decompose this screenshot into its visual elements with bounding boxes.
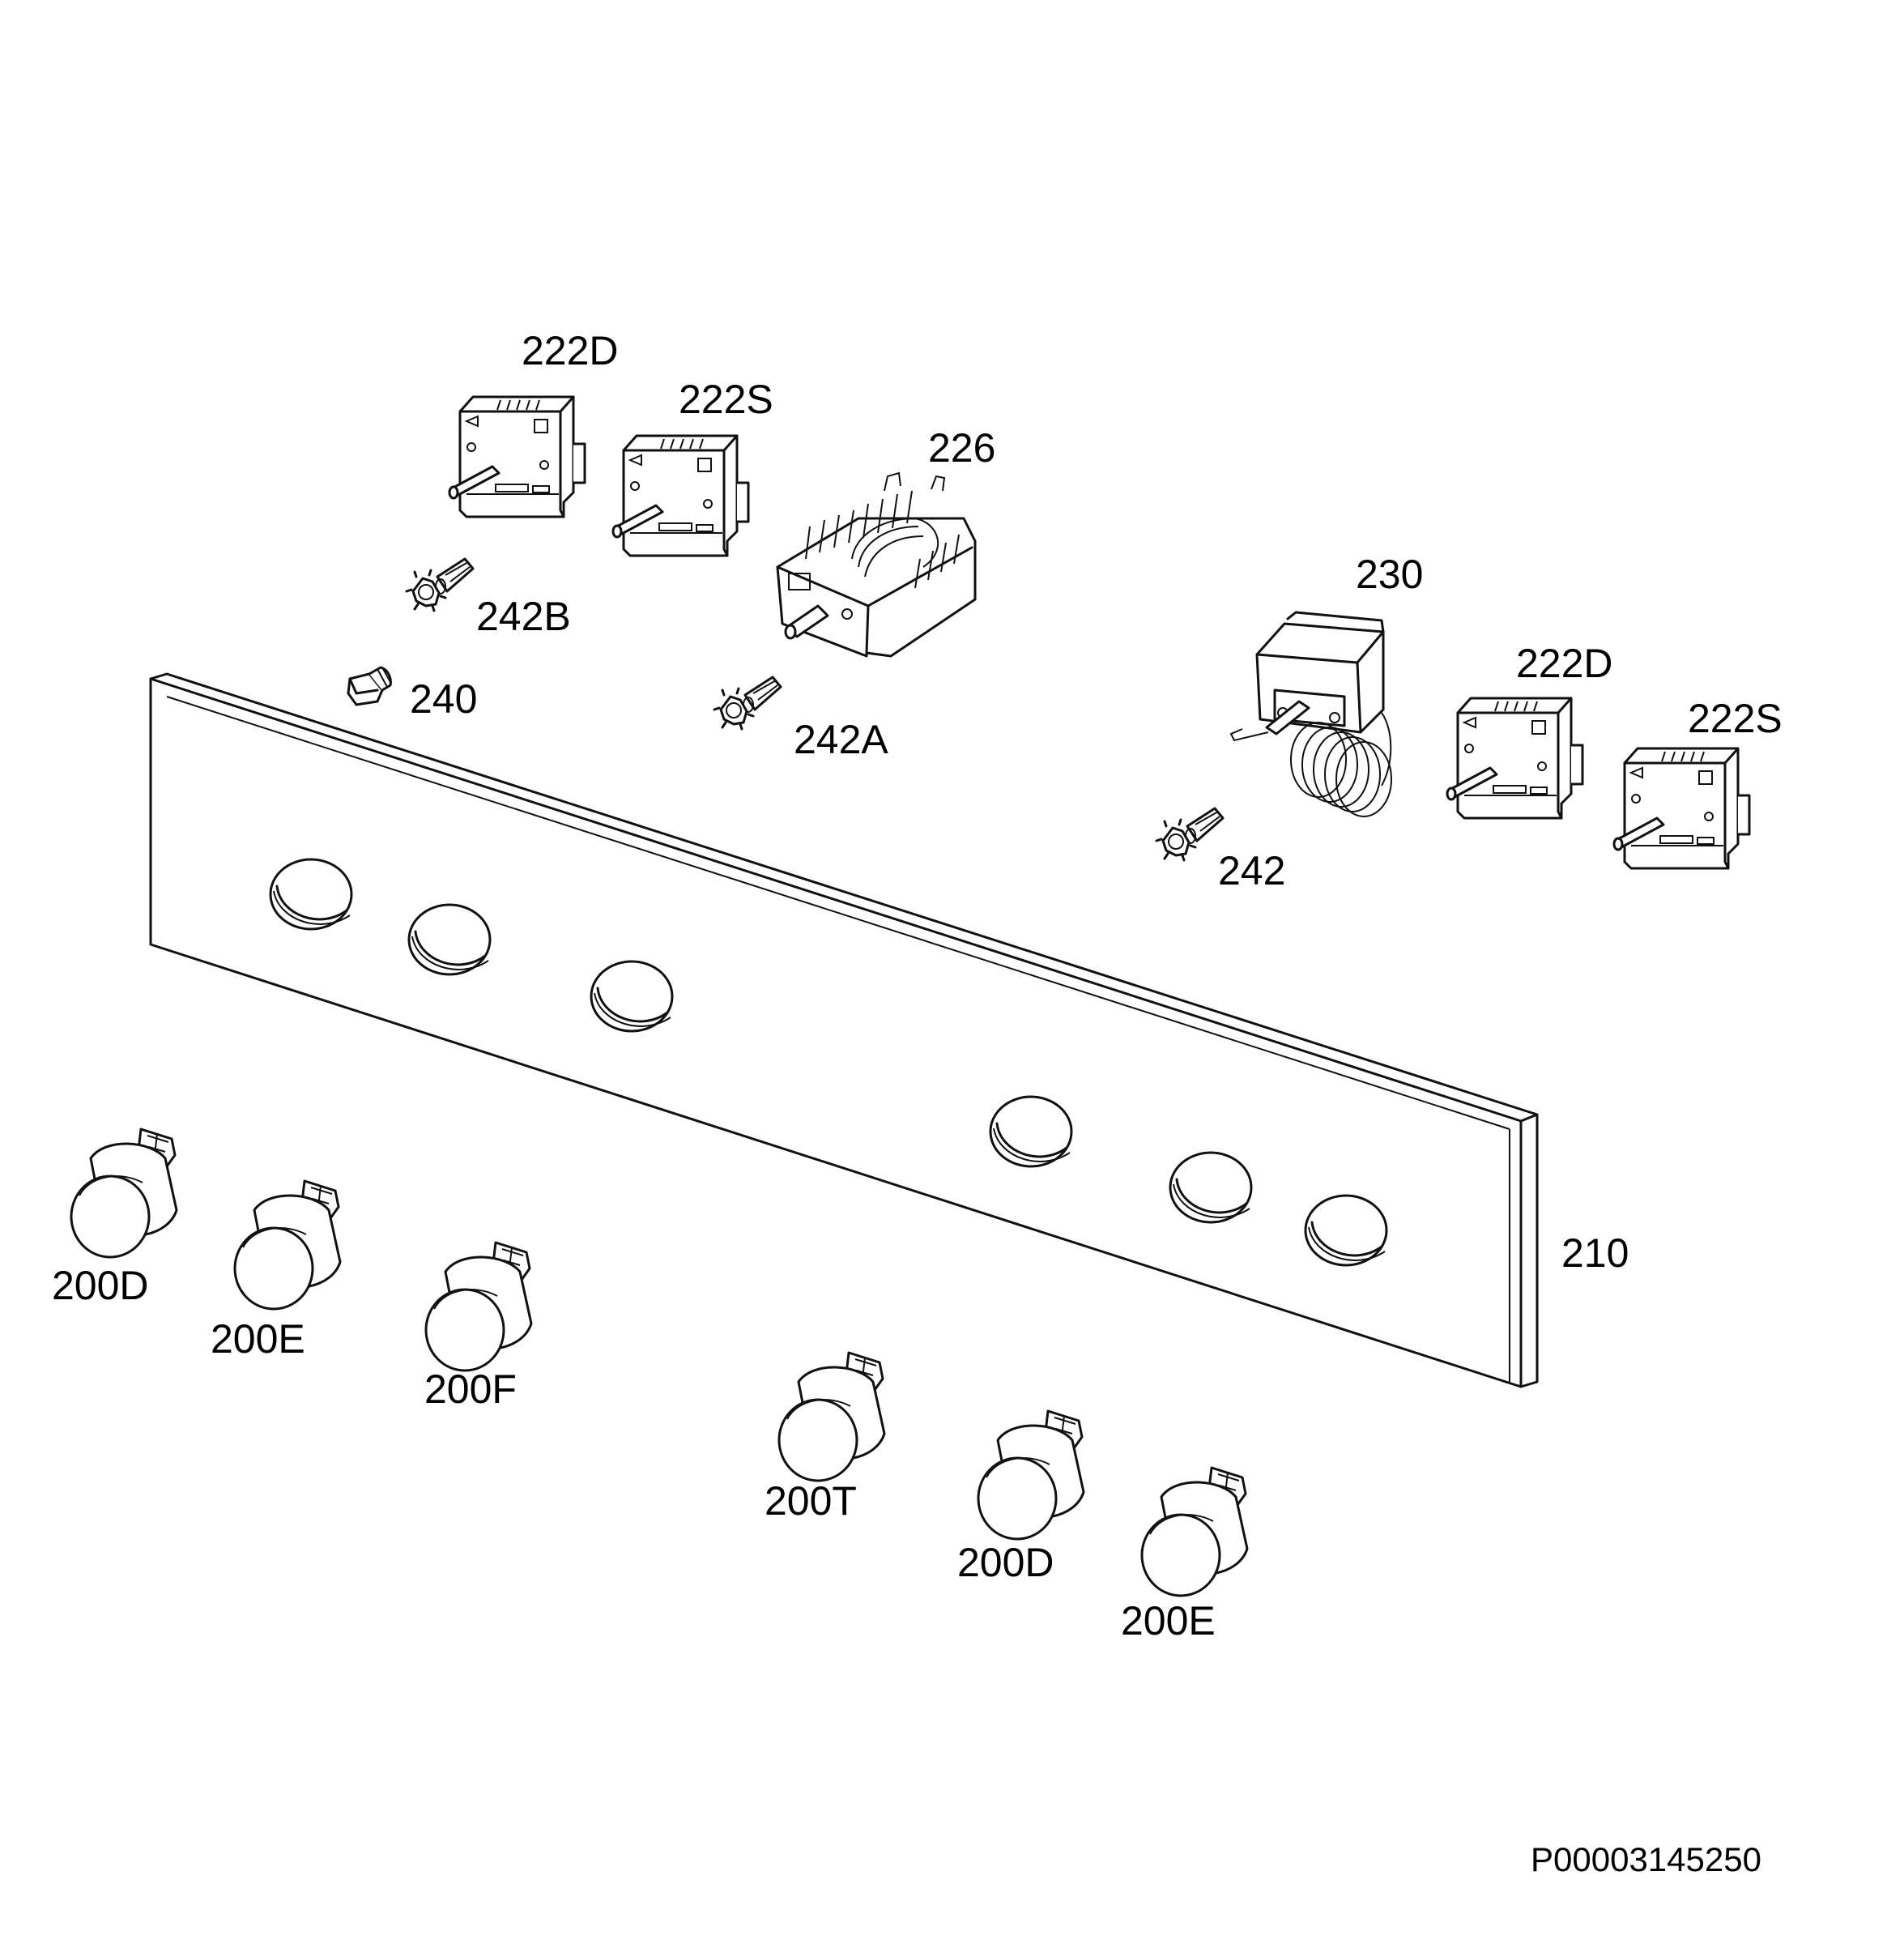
label-242a: 242A <box>794 717 888 762</box>
label-200e-left: 200E <box>211 1316 305 1362</box>
spindle-242 <box>1155 807 1225 862</box>
knob-200t <box>777 1351 886 1482</box>
knob-200d-left <box>70 1128 178 1259</box>
energy-regulator-222d-right <box>1446 697 1584 820</box>
label-200t: 200T <box>765 1478 857 1524</box>
function-selector-226 <box>776 471 977 658</box>
knob-200d-right <box>977 1409 1085 1541</box>
label-200e-right: 200E <box>1121 1598 1216 1643</box>
energy-regulator-222s-top <box>611 434 750 557</box>
energy-regulator-222s-right <box>1612 747 1751 870</box>
knob-200e-right <box>1140 1466 1249 1597</box>
spindle-242a <box>713 676 782 731</box>
label-210: 210 <box>1561 1230 1629 1276</box>
label-240: 240 <box>410 676 477 722</box>
label-222s-top: 222S <box>679 377 773 422</box>
indicator-lamp-240 <box>347 666 392 706</box>
label-242: 242 <box>1218 848 1285 893</box>
control-panel-210 <box>149 672 1539 1388</box>
energy-regulator-222d-top <box>448 395 586 518</box>
label-200f: 200F <box>424 1366 517 1412</box>
document-id: P00003145250 <box>1531 1840 1761 1878</box>
knob-200f <box>424 1241 533 1372</box>
label-222d-right: 222D <box>1516 641 1613 686</box>
label-222d-top: 222D <box>522 328 619 373</box>
knob-200e-left <box>233 1179 342 1311</box>
label-242b: 242B <box>476 594 571 639</box>
label-222s-right: 222S <box>1688 696 1783 741</box>
label-230: 230 <box>1356 552 1423 597</box>
label-226: 226 <box>928 425 995 471</box>
thermostat-230 <box>1229 611 1392 817</box>
label-200d-right: 200D <box>957 1540 1054 1585</box>
label-200d-left: 200D <box>52 1263 149 1308</box>
spindle-242b <box>405 557 475 612</box>
